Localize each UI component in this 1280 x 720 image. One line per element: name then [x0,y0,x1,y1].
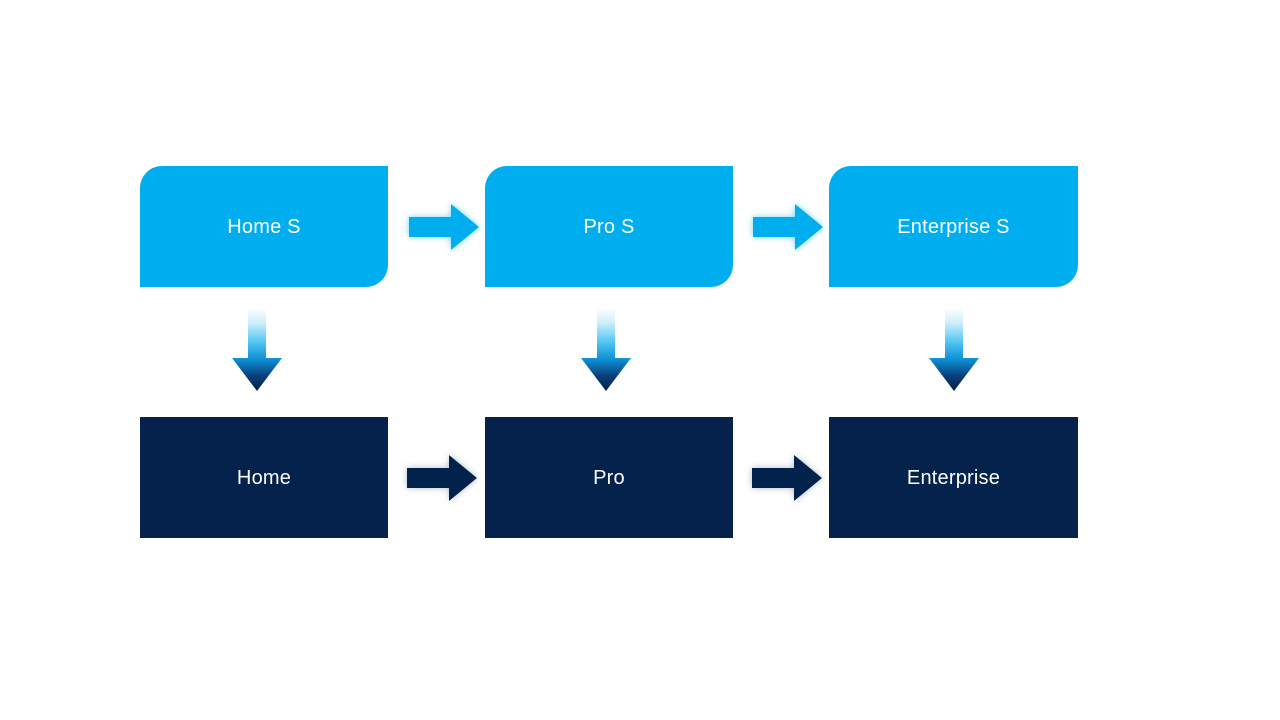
arrow-pro-s-to-pro-icon [580,308,632,392]
arrow-home-s-to-home-icon [231,308,283,392]
node-enterprise-label: Enterprise [906,466,1001,489]
node-enterprise-s[interactable]: Enterprise S [829,166,1078,287]
arrow-enterprise-s-to-enterprise-icon [928,308,980,392]
arrow-pro-to-enterprise-icon [752,454,823,502]
node-enterprise[interactable]: Enterprise [829,417,1078,538]
node-home[interactable]: Home [140,417,388,538]
node-home-s-label: Home S [227,215,301,238]
arrow-home-s-to-pro-s-icon [409,203,480,251]
node-pro-s-label: Pro S [583,215,635,238]
node-pro[interactable]: Pro [485,417,733,538]
node-pro-label: Pro [593,466,625,489]
node-home-label: Home [236,466,292,489]
arrow-home-to-pro-icon [407,454,478,502]
node-home-s[interactable]: Home S [140,166,388,287]
arrow-pro-s-to-enterprise-s-icon [753,203,824,251]
node-enterprise-s-label: Enterprise S [897,215,1010,238]
node-pro-s[interactable]: Pro S [485,166,733,287]
